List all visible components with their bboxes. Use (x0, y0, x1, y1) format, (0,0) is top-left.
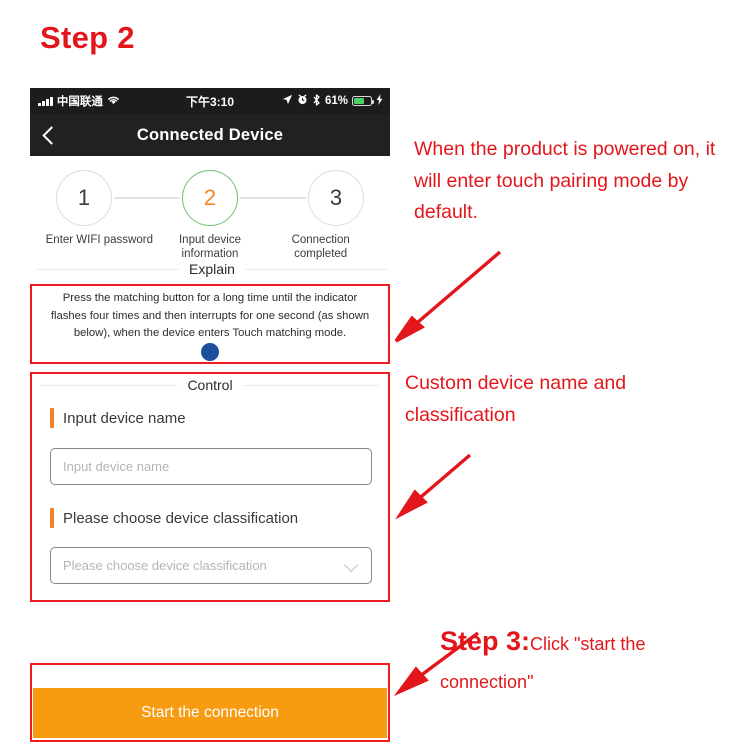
indicator-dot (201, 343, 219, 361)
stepper-connector-1 (114, 197, 180, 199)
device-class-select[interactable]: Please choose device classification (50, 547, 372, 584)
annotation-note-2: Custom device name and classification (405, 372, 627, 426)
start-connection-button[interactable]: Start the connection (33, 688, 387, 738)
lightning-bolt-icon (376, 94, 383, 108)
stepper-circles: 1 2 3 (42, 170, 378, 226)
carrier-label: 中国联通 (56, 96, 103, 108)
highlight-box-explain (30, 284, 390, 364)
explain-header-label: Explain (189, 261, 235, 277)
signal-bars-icon (38, 96, 53, 106)
control-section-header: Control (34, 377, 386, 393)
highlight-box-control (30, 372, 390, 602)
wifi-icon (107, 95, 120, 107)
bluetooth-icon (312, 93, 321, 109)
nav-bar: Connected Device (30, 114, 390, 156)
annotation-note-3-text: Click "start the connection" (440, 634, 646, 693)
explain-body-text: Press the matching button for a long tim… (50, 292, 370, 339)
device-name-label: Input device name (63, 409, 186, 427)
accent-bar-icon (50, 508, 54, 528)
stepper-labels: Enter WIFI password Input device informa… (42, 226, 378, 262)
device-class-label-row: Please choose device classification (50, 508, 298, 528)
step-label-1: Enter WIFI password (45, 234, 153, 246)
page-title: Step 2 (40, 20, 135, 55)
step-label-2: Input device information (178, 234, 241, 261)
arrow-head-1 (394, 315, 425, 343)
device-class-select-placeholder: Please choose device classification (63, 558, 267, 573)
explain-rule-right (244, 268, 389, 270)
status-bar: 中国联通 下午3:10 (30, 88, 390, 114)
control-header-label: Control (187, 377, 233, 393)
device-class-label: Please choose device classification (63, 509, 299, 527)
status-bar-right: 61% (282, 93, 383, 109)
arrow-line-1 (402, 250, 502, 336)
highlight-box-start-button (30, 663, 390, 742)
step-circle-2[interactable]: 2 (182, 170, 238, 226)
stepper-connector-2 (240, 197, 306, 199)
explain-section-header: Explain (34, 261, 390, 277)
arrow-head-3 (393, 666, 429, 697)
battery-icon (352, 96, 374, 106)
device-name-input-placeholder: Input device name (63, 459, 170, 474)
stepper: 1 2 3 Enter WIFI password Input device i… (30, 156, 390, 262)
step-label-3: Connection completed (291, 234, 350, 261)
arrow-head-2 (395, 489, 428, 520)
alarm-clock-icon (297, 94, 308, 108)
annotation-note-1: When the product is powered on, it will … (414, 138, 716, 224)
annotation-note-3: Step 3:Click "start the connection" (440, 618, 740, 699)
location-arrow-icon (282, 94, 293, 108)
status-bar-left: 中国联通 (38, 93, 120, 109)
explain-rule-left (36, 268, 180, 270)
accent-bar-icon (50, 408, 54, 428)
control-rule-right (242, 384, 381, 386)
device-name-input[interactable]: Input device name (50, 448, 372, 485)
phone-mockup: 中国联通 下午3:10 (30, 88, 390, 728)
battery-percent-label: 61% (324, 95, 348, 107)
control-rule-left (40, 384, 178, 386)
status-bar-time: 下午3:10 (185, 94, 235, 109)
nav-title: Connected Device (136, 125, 284, 144)
step-circle-1[interactable]: 1 (56, 170, 112, 226)
step-circle-3[interactable]: 3 (308, 170, 364, 226)
device-name-label-row: Input device name (50, 408, 186, 428)
